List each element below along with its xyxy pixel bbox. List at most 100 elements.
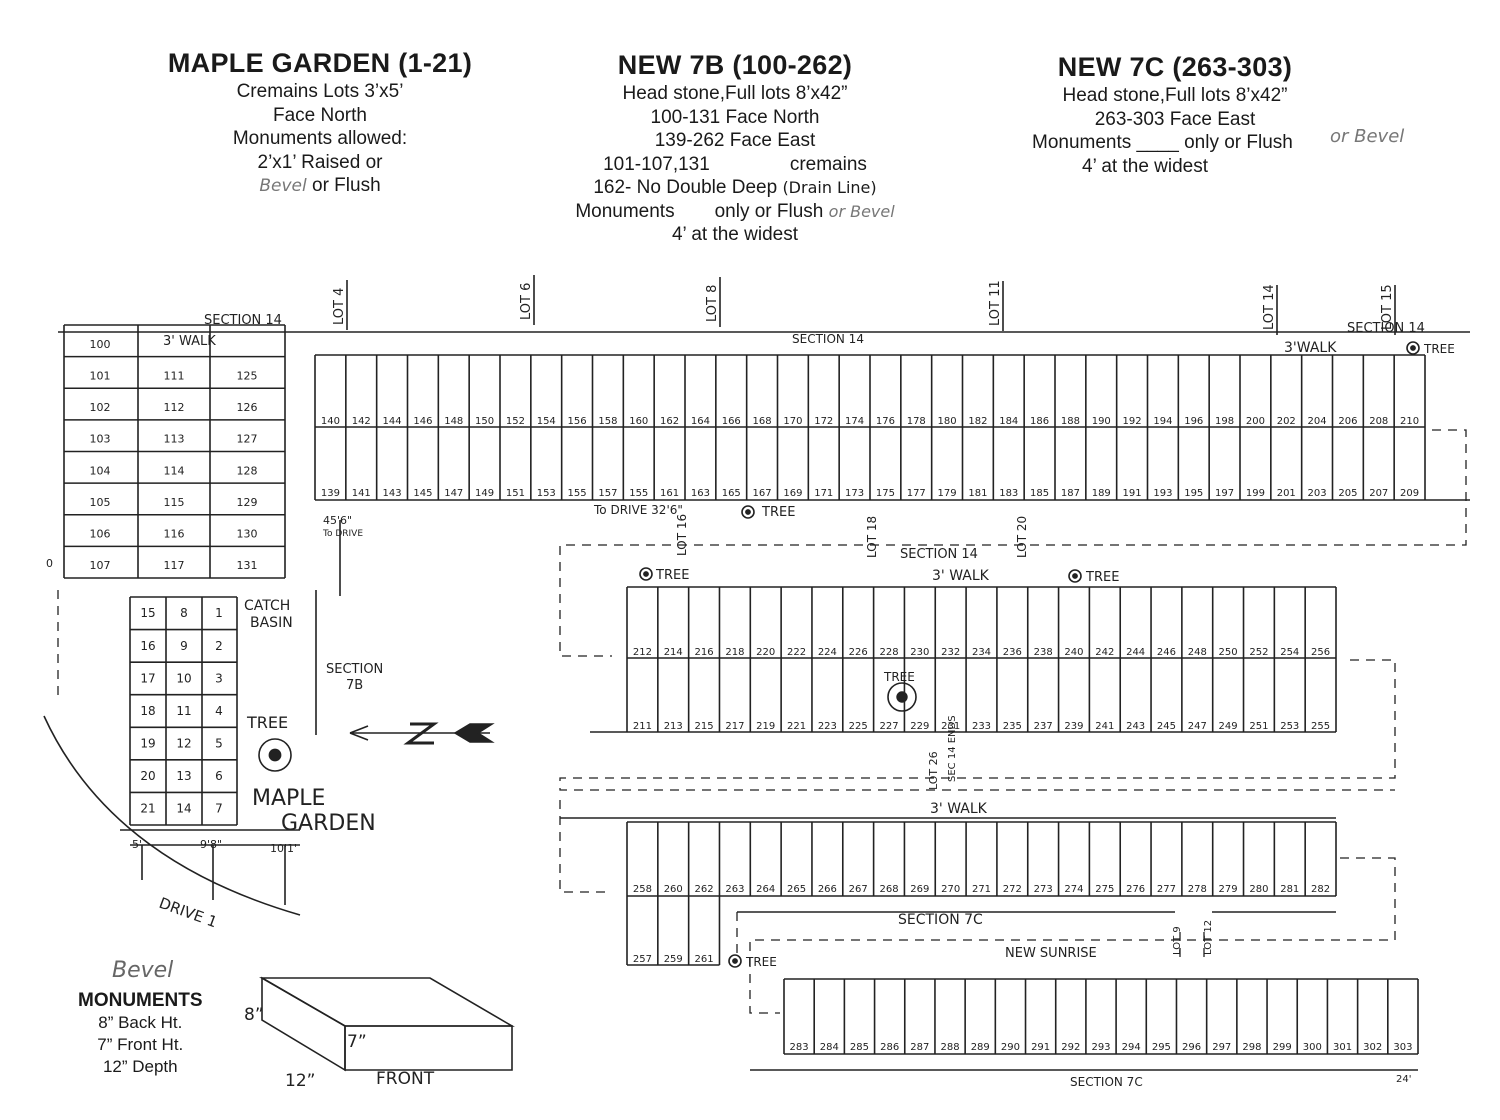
lot-number: 144 [383, 416, 402, 427]
section-7c-label: SECTION 7C [1070, 1075, 1143, 1089]
lot-number: 156 [568, 416, 587, 427]
lot-marker-label: LOT 26 [927, 751, 940, 790]
lot-number: 200 [1246, 416, 1265, 427]
lot-number: 262 [695, 884, 714, 895]
new-7c-header: NEW 7C (263-303) Head stone,Full lots 8’… [1010, 50, 1340, 178]
b7-line-6: Monuments [575, 200, 675, 222]
lot-number: 139 [321, 488, 340, 499]
catch-basin-label: CATCH [244, 598, 290, 614]
lot-number: 166 [722, 416, 741, 427]
lot-number: 164 [691, 416, 710, 427]
lot-number: 227 [879, 721, 898, 732]
lot-number: 105 [90, 496, 111, 509]
lot-number: 222 [787, 647, 806, 658]
lot-number: 290 [1001, 1042, 1020, 1053]
lot-number: 192 [1123, 416, 1142, 427]
tree-label: TREE [745, 955, 777, 969]
new-7b-header: NEW 7B (100-262) Head stone,Full lots 8’… [560, 48, 910, 247]
lot-number: 183 [999, 488, 1018, 499]
tree-icon [732, 958, 738, 964]
lot-number: 14 [176, 802, 191, 816]
lot-number: 254 [1280, 647, 1299, 658]
c7-bevel-note: or Bevel [1330, 126, 1405, 147]
monuments-back-height: 8” Back Ht. [98, 1013, 183, 1032]
lot-number: 194 [1153, 416, 1172, 427]
lot-number: 238 [1034, 647, 1053, 658]
lot-number: 170 [783, 416, 802, 427]
c7-line-4: 4’ at the widest [1082, 155, 1209, 177]
lot-number: 131 [237, 559, 258, 572]
lot-number: 212 [633, 647, 652, 658]
lot-number: 204 [1308, 416, 1327, 427]
lot-number: 248 [1188, 647, 1207, 658]
monuments-note: MONUMENTS 8” Back Ht. 7” Front Ht. 12” D… [78, 990, 203, 1078]
lot-number: 127 [237, 433, 258, 446]
maple-line-4: 2’x1’ Raised or [257, 151, 383, 173]
tree-icon [1410, 345, 1416, 351]
lot-number: 174 [845, 416, 864, 427]
lot-number: 218 [725, 647, 744, 658]
maple-garden-label: MAPLE [252, 786, 325, 811]
lot-number: 303 [1393, 1042, 1412, 1053]
catch-basin-label: BASIN [250, 615, 293, 631]
lot-number: 291 [1031, 1042, 1050, 1053]
monument-bevel-note: Bevel [112, 958, 174, 983]
lot-number: 269 [910, 884, 929, 895]
lot-number: 145 [413, 488, 432, 499]
lot-number: 129 [237, 496, 258, 509]
tree-label: TREE [246, 713, 288, 732]
walk-label: 3' WALK [163, 334, 216, 349]
monument-dim-8: 8” [244, 1005, 264, 1025]
lot-number: 241 [1095, 721, 1114, 732]
monuments-depth: 12” Depth [102, 1057, 178, 1076]
lot-number: 205 [1338, 488, 1357, 499]
section-14-label: SECTION 14 [1347, 321, 1425, 336]
lot-number: 215 [695, 721, 714, 732]
lot-number: 226 [849, 647, 868, 658]
lot-marker-label: LOT 20 [1015, 516, 1029, 558]
maple-bevel-note: Bevel [259, 176, 307, 196]
north-z-icon [403, 722, 439, 745]
tree-label: TREE [883, 670, 915, 684]
dimension-label: 24' [1396, 1074, 1411, 1085]
lot-number: 270 [941, 884, 960, 895]
lot-number: 298 [1242, 1042, 1261, 1053]
lot-number: 154 [537, 416, 556, 427]
tree-icon [643, 571, 649, 577]
b7-line-1: Head stone,Full lots 8’x42” [622, 83, 848, 104]
lot-number: 190 [1092, 416, 1111, 427]
tree-icon [268, 748, 282, 762]
lot-number: 236 [1003, 647, 1022, 658]
maple-line-3: Monuments allowed: [232, 128, 408, 149]
b7-line-4a: 101-107,131 [603, 153, 710, 175]
drive-curve [43, 715, 301, 916]
maple-line-5: or Flush [312, 175, 381, 196]
lot-number: 294 [1122, 1042, 1141, 1053]
lot-number: 278 [1188, 884, 1207, 895]
lot-number: 206 [1338, 416, 1357, 427]
lot-number: 287 [910, 1042, 929, 1053]
new-sunrise-label: NEW SUNRISE [1005, 946, 1097, 961]
b7-line-7: 4’ at the widest [671, 224, 799, 245]
lot-number: 225 [849, 721, 868, 732]
lot-number: 209 [1400, 488, 1419, 499]
lot-number: 283 [790, 1042, 809, 1053]
lot-number: 230 [910, 647, 929, 658]
lot-number: 163 [691, 488, 710, 499]
lot-number: 15 [140, 606, 155, 620]
lot-number: 239 [1064, 721, 1083, 732]
lot-number: 165 [722, 488, 741, 499]
lot-number: 233 [972, 721, 991, 732]
lot-number: 6 [215, 769, 223, 783]
lot-number: 193 [1153, 488, 1172, 499]
lot-number: 115 [164, 496, 185, 509]
section-7b-label: 7B [346, 678, 363, 693]
lot-number: 245 [1157, 721, 1176, 732]
lot-number: 295 [1152, 1042, 1171, 1053]
lot-number: 3 [215, 671, 223, 685]
lot-number: 4 [215, 704, 223, 718]
lot-number: 250 [1219, 647, 1238, 658]
lot-number: 280 [1249, 884, 1268, 895]
lot-number: 160 [629, 416, 648, 427]
lot-marker-label: LOT 15 [1380, 284, 1395, 330]
